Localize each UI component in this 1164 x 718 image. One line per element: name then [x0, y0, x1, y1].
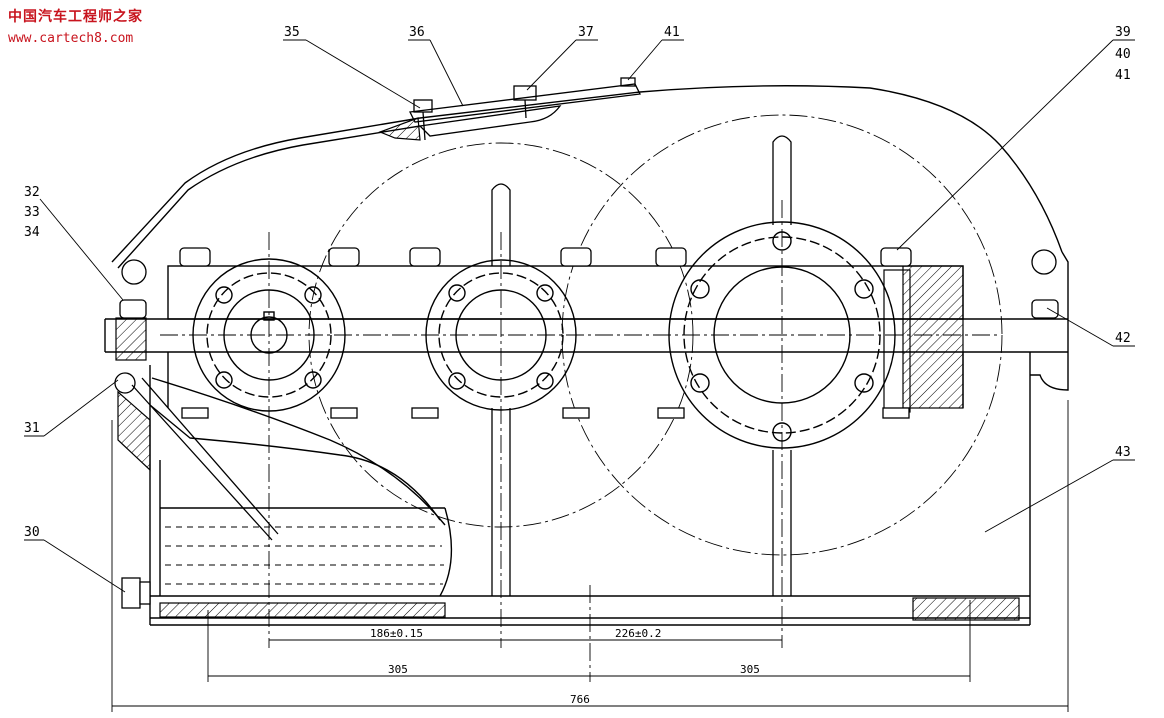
bearing-left [192, 258, 346, 412]
label-41-right: 41 [1115, 68, 1131, 83]
part-labels: 35 36 37 41 39 40 41 32 33 34 42 31 43 3… [24, 25, 1131, 540]
label-32: 32 [24, 185, 40, 200]
label-40: 40 [1115, 47, 1131, 62]
bearing-right [668, 221, 896, 449]
lifting-holes [121, 249, 1057, 285]
hatched-sections [115, 117, 1020, 621]
inspection-cover [409, 77, 641, 141]
label-35: 35 [284, 25, 300, 40]
label-43: 43 [1115, 445, 1131, 460]
oil-level-lines [165, 526, 444, 585]
ribs [491, 135, 792, 596]
dipstick [114, 372, 279, 541]
flange-bolts [119, 247, 1059, 609]
label-39: 39 [1115, 25, 1131, 40]
watermark-site-name: 中国汽车工程师之家 [8, 9, 143, 25]
label-30: 30 [24, 525, 40, 540]
label-31: 31 [24, 421, 40, 436]
center-lines [160, 114, 1003, 682]
dimension-lines [111, 400, 1069, 712]
label-37: 37 [578, 25, 594, 40]
label-33: 33 [24, 205, 40, 220]
leader-lines [24, 39, 1135, 593]
dim-226: 226±0.2 [615, 627, 661, 640]
dim-305-right: 305 [740, 663, 760, 676]
dim-766: 766 [570, 693, 590, 706]
dimension-labels: 186±0.15 226±0.2 305 305 766 [370, 627, 760, 706]
bearing-middle [425, 259, 577, 411]
watermark-url: www.cartech8.com [8, 31, 134, 46]
label-34: 34 [24, 225, 40, 240]
label-36: 36 [409, 25, 425, 40]
dim-186: 186±0.15 [370, 627, 423, 640]
label-41-top: 41 [664, 25, 680, 40]
label-42: 42 [1115, 331, 1131, 346]
dim-305-left: 305 [388, 663, 408, 676]
